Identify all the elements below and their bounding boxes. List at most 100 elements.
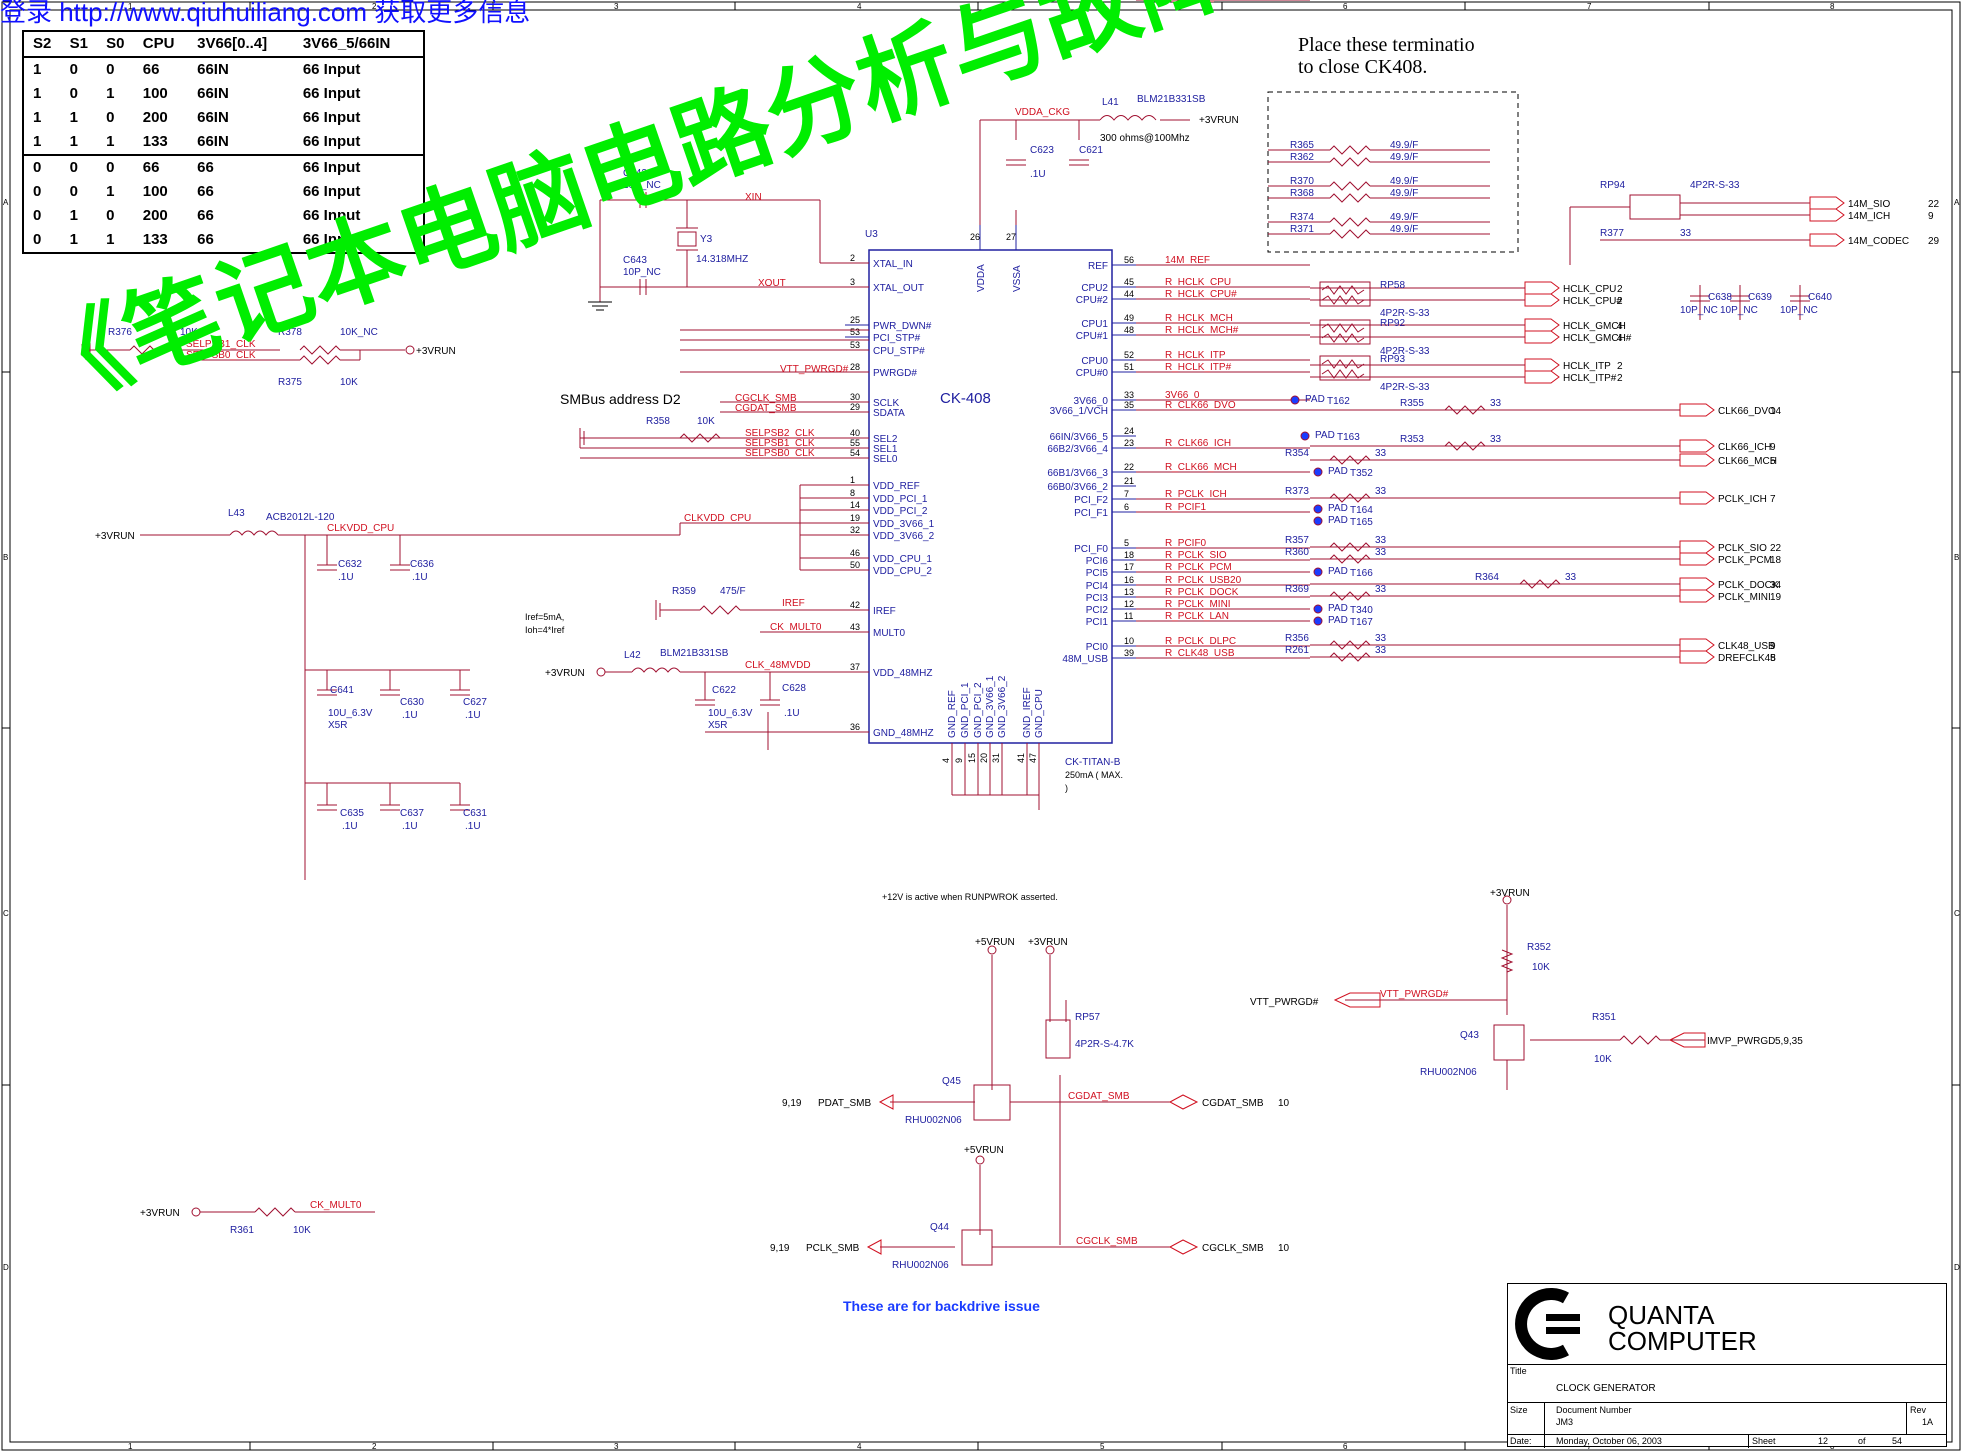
- cap-ref: C640: [1808, 292, 1832, 303]
- l42-part: BLM21B331SB: [660, 648, 729, 659]
- rail-3vrun-2: +3VRUN: [1028, 937, 1068, 948]
- term-ref: R365: [1290, 140, 1314, 151]
- resistor-pack-rp94: [1629, 194, 1681, 220]
- header-link[interactable]: 登录 http://www.qiuhuiliang.com 获取更多信息: [0, 0, 531, 27]
- pin-num: 23: [1124, 438, 1134, 448]
- pin-num: 1: [850, 475, 855, 485]
- series-res-val: 33: [1490, 398, 1502, 409]
- net-selpsb0: SELPSB0_CLK: [745, 448, 815, 459]
- col-label: 5: [1100, 1442, 1105, 1451]
- cap-val: 10P_NC: [1680, 305, 1718, 316]
- termination-note-line2: to close CK408.: [1298, 56, 1428, 78]
- offpage-connector: [1679, 540, 1715, 554]
- docnum-label: Document Number: [1556, 1405, 1632, 1415]
- pin-name: PCI_F2: [1074, 495, 1108, 506]
- cap-c643-ref: C643: [623, 255, 647, 266]
- output-page: 5: [1770, 456, 1776, 467]
- truth-cell: 66 Input: [302, 61, 361, 78]
- truth-cell: 1: [69, 109, 78, 126]
- truth-cell: 66 Input: [293, 154, 423, 180]
- pin-num: 54: [850, 448, 860, 458]
- row-label: B: [3, 553, 8, 562]
- svg-text:C630: C630: [400, 697, 424, 708]
- pin-name: VDD_3V66_2: [873, 531, 935, 542]
- svg-text:C637: C637: [400, 808, 424, 819]
- series-res-ref: R364: [1475, 572, 1499, 583]
- output-page: 2: [1617, 373, 1623, 384]
- output-label: 14M_CODEC: [1848, 236, 1909, 247]
- truth-header: S1: [60, 32, 98, 58]
- pin-num: 22: [1124, 462, 1134, 472]
- row-label: C: [1954, 909, 1960, 918]
- title-label: Title: [1510, 1366, 1527, 1376]
- pin-name: PCI1: [1086, 617, 1109, 628]
- cgclk-page: 10: [1278, 1243, 1290, 1254]
- truth-cell: 1: [106, 133, 115, 150]
- pclk-label: PCLK_SMB: [806, 1243, 860, 1254]
- resistor-pack: [1319, 319, 1371, 345]
- pin-num: 36: [850, 722, 860, 732]
- col-label: 4: [857, 2, 862, 11]
- offpage-connector: [1679, 577, 1715, 591]
- pin-num: 12: [1124, 599, 1134, 609]
- pin-name: PWRGD#: [873, 368, 917, 379]
- pad-ref: T167: [1350, 617, 1373, 628]
- offpage-connector: [1524, 281, 1560, 295]
- pin-name: PCI_F0: [1074, 544, 1108, 555]
- pin-name: PCI0: [1086, 642, 1109, 653]
- net-iref: IREF: [782, 598, 805, 609]
- truth-cell: 1: [33, 133, 42, 150]
- truth-cell: 0: [106, 61, 115, 78]
- pin-name: VDD_CPU_2: [873, 566, 932, 577]
- termination-note-line1: Place these terminatio: [1298, 34, 1475, 56]
- output-page: 9: [1928, 211, 1934, 222]
- pin-num: 48: [1124, 325, 1134, 335]
- truth-header: S0: [97, 32, 134, 58]
- offpage-connector: [1809, 208, 1845, 222]
- output-page: 19: [1770, 592, 1782, 603]
- termination-box: [1267, 91, 1519, 253]
- c627-val: .1U: [465, 710, 481, 721]
- pin-num: 39: [1124, 648, 1134, 658]
- row-label: D: [1954, 1263, 1960, 1272]
- truth-cell: 0: [69, 61, 78, 78]
- series-res-val: 33: [1375, 547, 1387, 558]
- pin-name: IREF: [873, 606, 896, 617]
- pin-name: CPU0: [1081, 356, 1108, 367]
- pin-name: 66B2/3V66_4: [1047, 444, 1108, 455]
- net-label: R_CLK66_MCH: [1165, 462, 1237, 473]
- series-res-val: 33: [1565, 572, 1577, 583]
- output-page: 7: [1770, 494, 1776, 505]
- net-label: R_PCLK_LAN: [1165, 611, 1229, 622]
- cap-ref: C639: [1748, 292, 1772, 303]
- pin-num: 14: [850, 500, 860, 510]
- pin-name: GND_PCI_1: [960, 682, 971, 738]
- r378-val: 10K_NC: [340, 327, 378, 338]
- net-vtt-b: VTT_PWRGD#: [1380, 989, 1449, 1000]
- l41-part: BLM21B331SB: [1137, 94, 1206, 105]
- pad-ref: T340: [1350, 605, 1373, 616]
- chip-name: CK-408: [940, 390, 991, 407]
- net-label: R_CLK66_ICH: [1165, 438, 1231, 449]
- l41-note: 300 ohms@100Mhz: [1100, 133, 1190, 144]
- pin-num: 29: [850, 402, 860, 412]
- rp-ref: RP92: [1380, 318, 1405, 329]
- test-pad: [1313, 567, 1323, 577]
- pin-num: 8: [850, 488, 855, 498]
- crystal-freq: 14.318MHZ: [696, 254, 748, 265]
- title-block: QUANTA COMPUTER Title CLOCK GENERATOR Si…: [1507, 1283, 1947, 1448]
- pclk-pages: 9,19: [770, 1243, 790, 1254]
- output-page: 2: [1617, 296, 1623, 307]
- r375-ref: R375: [278, 377, 302, 388]
- term-val: 49.9/F: [1390, 152, 1418, 163]
- truth-header-row: S2 S1 S0 CPU 3V66[0..4] 3V66_5/66IN: [24, 32, 423, 58]
- pin-name: CPU#0: [1076, 368, 1109, 379]
- pin-num: 11: [1124, 611, 1133, 621]
- rail-3vrun-r: +3VRUN: [416, 346, 456, 357]
- pin-name: CPU_STP#: [873, 346, 925, 357]
- r359-ref: R359: [672, 586, 696, 597]
- r375-val: 10K: [340, 377, 358, 388]
- pin-name: MULT0: [873, 628, 905, 639]
- backdrive-note: These are for backdrive issue: [843, 1298, 1040, 1314]
- truth-cell: 1: [69, 231, 78, 248]
